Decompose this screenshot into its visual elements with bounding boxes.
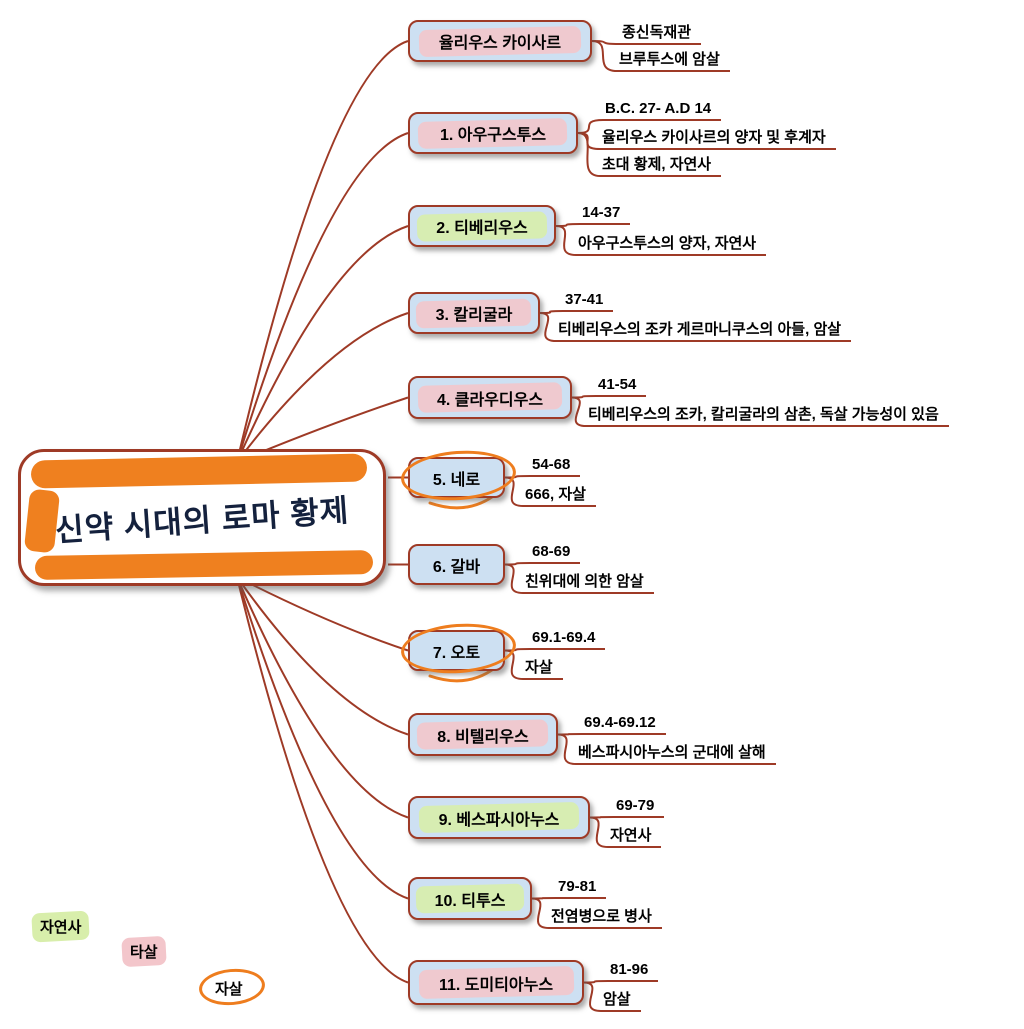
branch-connector — [236, 576, 409, 652]
legend-natural-death: 자연사 — [31, 910, 91, 943]
legend-murdered-label: 타살 — [130, 944, 158, 961]
branch-connector — [236, 225, 409, 463]
mindmap-node: 1. 아우구스투스 — [408, 112, 578, 154]
node-label: 6. 갈바 — [432, 558, 481, 576]
mindmap-node: 6. 갈바 — [408, 544, 505, 585]
detail-text: 브루투스에 암살 — [617, 50, 730, 72]
detail-text: 69.1-69.4 — [530, 628, 606, 650]
detail-text: 전염병으로 병사 — [549, 907, 662, 929]
branch-connector — [236, 576, 409, 984]
mindmap-node: 11. 도미티아누스 — [408, 960, 584, 1005]
legend-murdered: 타살 — [121, 935, 167, 968]
detail-text: 종신독재관 — [620, 23, 702, 45]
detail-connector — [583, 981, 602, 1012]
detail-text: 69-79 — [614, 796, 665, 818]
detail-connector — [504, 649, 524, 680]
node-label: 5. 네로 — [432, 471, 481, 489]
detail-text: 베스파시아누스의 군대에 살해 — [576, 743, 776, 765]
detail-connector — [577, 132, 601, 177]
detail-text: B.C. 27- A.D 14 — [603, 99, 722, 121]
mindmap-node: 7. 오토 — [399, 620, 518, 677]
node-label: 율리우스 카이사르 — [438, 35, 562, 52]
branch-connector — [236, 576, 409, 819]
detail-text: 자연사 — [608, 826, 662, 848]
mindmap-node: 9. 베스파시아누스 — [408, 796, 590, 839]
legend-suicide: 자살 — [197, 966, 267, 1008]
detail-text: 초대 황제, 자연사 — [600, 155, 722, 177]
detail-text: 티베리우스의 조카, 칼리굴라의 삼촌, 독살 가능성이 있음 — [586, 405, 949, 427]
detail-text: 68-69 — [530, 542, 581, 564]
branch-connector — [236, 132, 409, 463]
node-label: 2. 티베리우스 — [436, 220, 528, 237]
detail-text: 티베리우스의 조카 게르마니쿠스의 아들, 암살 — [556, 320, 852, 342]
node-label: 1. 아우구스투스 — [439, 127, 547, 144]
detail-connector — [571, 396, 587, 427]
detail-text: 암살 — [601, 990, 641, 1012]
detail-text: 666, 자살 — [523, 485, 596, 507]
detail-text: 율리우스 카이사르의 양자 및 후계자 — [600, 128, 836, 150]
node-label: 3. 칼리굴라 — [435, 307, 513, 324]
detail-connector — [589, 816, 609, 848]
detail-text: 자살 — [523, 658, 563, 680]
detail-text: 69.4-69.12 — [582, 713, 666, 735]
detail-text: 아우구스투스의 양자, 자연사 — [576, 234, 767, 256]
central-topic-title: 신약 시대의 로마 황제 — [54, 492, 351, 549]
mindmap-node: 율리우스 카이사르 — [408, 20, 592, 62]
mindmap-node: 10. 티투스 — [408, 877, 532, 920]
node-label: 7. 오토 — [432, 644, 481, 662]
mindmap-node: 8. 비텔리우스 — [408, 713, 558, 756]
mindmap-node: 4. 클라우디우스 — [408, 376, 572, 419]
detail-text: 41-54 — [596, 375, 647, 397]
detail-connector — [504, 563, 524, 594]
detail-connector — [591, 40, 618, 72]
legend-suicide-label: 자살 — [215, 981, 243, 998]
node-label: 9. 베스파시아누스 — [438, 811, 560, 829]
branch-connector — [236, 40, 409, 463]
legend-natural-death-label: 자연사 — [40, 919, 82, 936]
central-topic-node: 신약 시대의 로마 황제 — [18, 449, 386, 586]
detail-connector — [504, 476, 524, 507]
detail-connector — [555, 225, 577, 256]
branch-connector — [236, 576, 409, 736]
legend-orange-ellipse-icon — [197, 966, 267, 1008]
detail-text: 54-68 — [530, 455, 581, 477]
node-label: 11. 도미티아누스 — [438, 976, 554, 994]
detail-text: 친위대에 의한 암살 — [523, 572, 654, 594]
detail-text: 14-37 — [580, 203, 631, 225]
detail-connector — [557, 733, 577, 765]
node-label: 4. 클라우디우스 — [436, 391, 544, 409]
detail-text: 79-81 — [556, 877, 607, 899]
node-label: 10. 티투스 — [434, 892, 506, 910]
mindmap-node: 2. 티베리우스 — [408, 205, 556, 247]
detail-text: 81-96 — [608, 960, 659, 982]
detail-connector — [531, 897, 550, 929]
detail-connector — [539, 312, 557, 342]
node-label: 8. 비텔리우스 — [437, 728, 529, 746]
mindmap-node: 5. 네로 — [399, 447, 518, 504]
branch-connector — [236, 312, 409, 463]
mindmap-node: 3. 칼리굴라 — [408, 292, 540, 334]
detail-text: 37-41 — [563, 290, 614, 312]
branch-connector — [236, 576, 409, 900]
